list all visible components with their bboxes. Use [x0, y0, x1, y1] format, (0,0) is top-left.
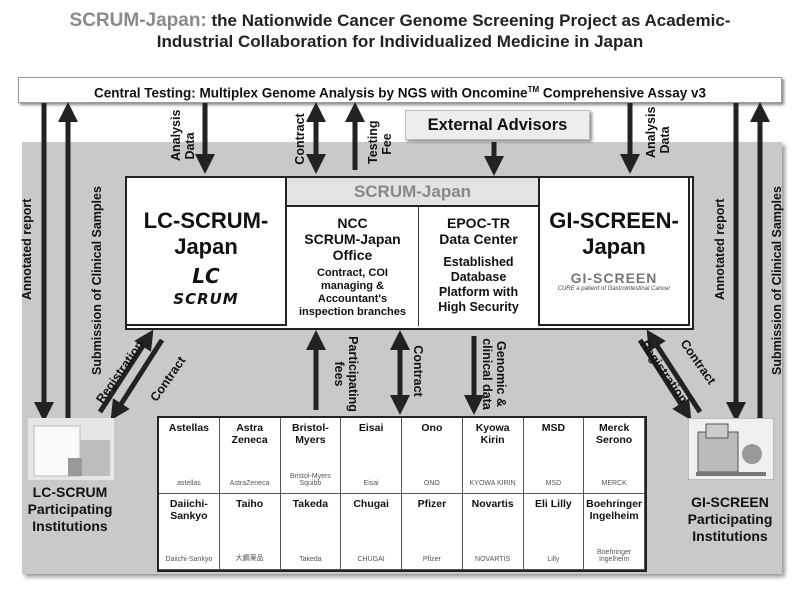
company-logo: CHUGAI	[357, 556, 385, 563]
company-logo: Takeda	[299, 556, 322, 563]
lc-participating-institutions: LC-SCRUM Participating Institutions	[27, 484, 113, 534]
ncc-description: Contract, COI managing & Accountant's in…	[299, 267, 406, 318]
epoc-title: EPOC-TR Data Center	[439, 215, 518, 247]
gi-screen-logo: GI-SCREEN CURE a patient of Gastrointest…	[557, 270, 671, 292]
company-name: Chugai	[353, 498, 389, 510]
company-name: Kyowa Kirin	[475, 422, 510, 446]
company-name: Ono	[421, 422, 443, 434]
gi-screen-japan-box: GI-SCREEN- Japan GI-SCREEN CURE a patien…	[538, 176, 690, 326]
hospital-building-icon	[688, 418, 774, 480]
central-testing-suffix: Comprehensive Assay v3	[539, 85, 706, 101]
company-cell: MSD MSD	[523, 418, 585, 494]
external-advisors-box: External Advisors	[405, 110, 590, 140]
lc-scrum-name: LC-SCRUM- Japan	[143, 208, 269, 259]
company-logo: 大鵬薬品	[235, 555, 264, 562]
company-logo: Eisai	[363, 480, 379, 487]
company-cell: Taiho 大鵬薬品	[219, 494, 281, 570]
ncc-office-box: NCC SCRUM-Japan Office Contract, COI man…	[287, 207, 419, 326]
label-contract-bottom: Contract	[411, 345, 425, 397]
company-name: Astra Zeneca	[231, 422, 268, 446]
company-logo: astellas	[177, 480, 201, 487]
arrow-registration-left	[97, 329, 154, 414]
label-contract-top: Contract	[293, 113, 307, 165]
title-line2: Industrial Collaboration for Individuali…	[156, 32, 644, 51]
label-annotated-report-left: Annotated report	[20, 198, 34, 300]
company-name: Astellas	[168, 422, 210, 434]
company-name: Novartis	[471, 498, 514, 510]
company-name: Takeda	[292, 498, 329, 510]
title-brand: SCRUM-Japan:	[69, 10, 207, 31]
label-submission-left: Submission of Clinical Samples	[90, 186, 104, 375]
company-name: Pfizer	[417, 498, 447, 510]
scrum-japan-header: SCRUM-Japan	[287, 178, 538, 207]
company-logo: ONO	[423, 480, 440, 487]
company-name: Eli Lilly	[534, 498, 572, 510]
gi-screen-name: GI-SCREEN- Japan	[549, 208, 679, 259]
ncc-title: NCC SCRUM-Japan Office	[304, 215, 401, 263]
company-logo: MSD	[545, 480, 562, 487]
label-genomic-clinical: Genomic &clinical data	[480, 338, 508, 410]
label-annotated-report-right: Annotated report	[713, 198, 727, 300]
company-name: Bristol-Myers	[292, 422, 329, 446]
central-testing-bar: Central Testing: Multiplex Genome Analys…	[18, 77, 782, 103]
company-logo: Pfizer	[422, 556, 441, 563]
company-name: Eisai	[358, 422, 384, 434]
epoc-description: Established Database Platform with High …	[438, 255, 519, 314]
company-logo: AstraZeneca	[229, 480, 270, 487]
company-name: Boehringer Ingelheim	[586, 498, 643, 522]
title-line1: the Nationwide Cancer Genome Screening P…	[206, 11, 731, 30]
label-submission-right: Submission of Clinical Samples	[770, 186, 784, 375]
hospital-building-icon	[28, 418, 114, 480]
arrow-contract-left	[110, 338, 165, 421]
company-name: Taiho	[236, 498, 264, 510]
company-logo: KYOWA KIRIN	[469, 480, 516, 487]
lc-scrum-japan-box: LC-SCRUM- Japan LC SCRUM	[125, 176, 287, 326]
company-name: MSD	[541, 422, 566, 434]
company-cell: Astellas astellas	[159, 418, 220, 494]
company-name: Daiichi-Sankyo	[169, 498, 208, 522]
company-logo: Daiichi-Sankyo	[165, 556, 213, 563]
arrow-registration-right	[646, 329, 703, 414]
central-testing-text: Central Testing: Multiplex Genome Analys…	[94, 85, 528, 101]
company-logo: MERCK	[601, 480, 627, 487]
company-name: Merck Serono	[596, 422, 633, 446]
trademark-mark: TM	[527, 85, 540, 94]
arrow-contract-right	[637, 338, 692, 421]
gi-participating-institutions: GI-SCREEN Participating Institutions	[687, 494, 773, 544]
lc-scrum-logo: LC SCRUM	[173, 264, 239, 308]
company-logo: Boehringer Ingelheim	[597, 549, 632, 563]
company-logo: Lilly	[547, 556, 560, 563]
epoc-tr-box: EPOC-TR Data Center Established Database…	[419, 207, 538, 326]
company-logo: NOVARTIS	[475, 556, 511, 563]
diagram-title: SCRUM-Japan: the Nationwide Cancer Genom…	[0, 10, 800, 52]
company-logo: Bristol-Myers Squibb	[289, 473, 331, 487]
